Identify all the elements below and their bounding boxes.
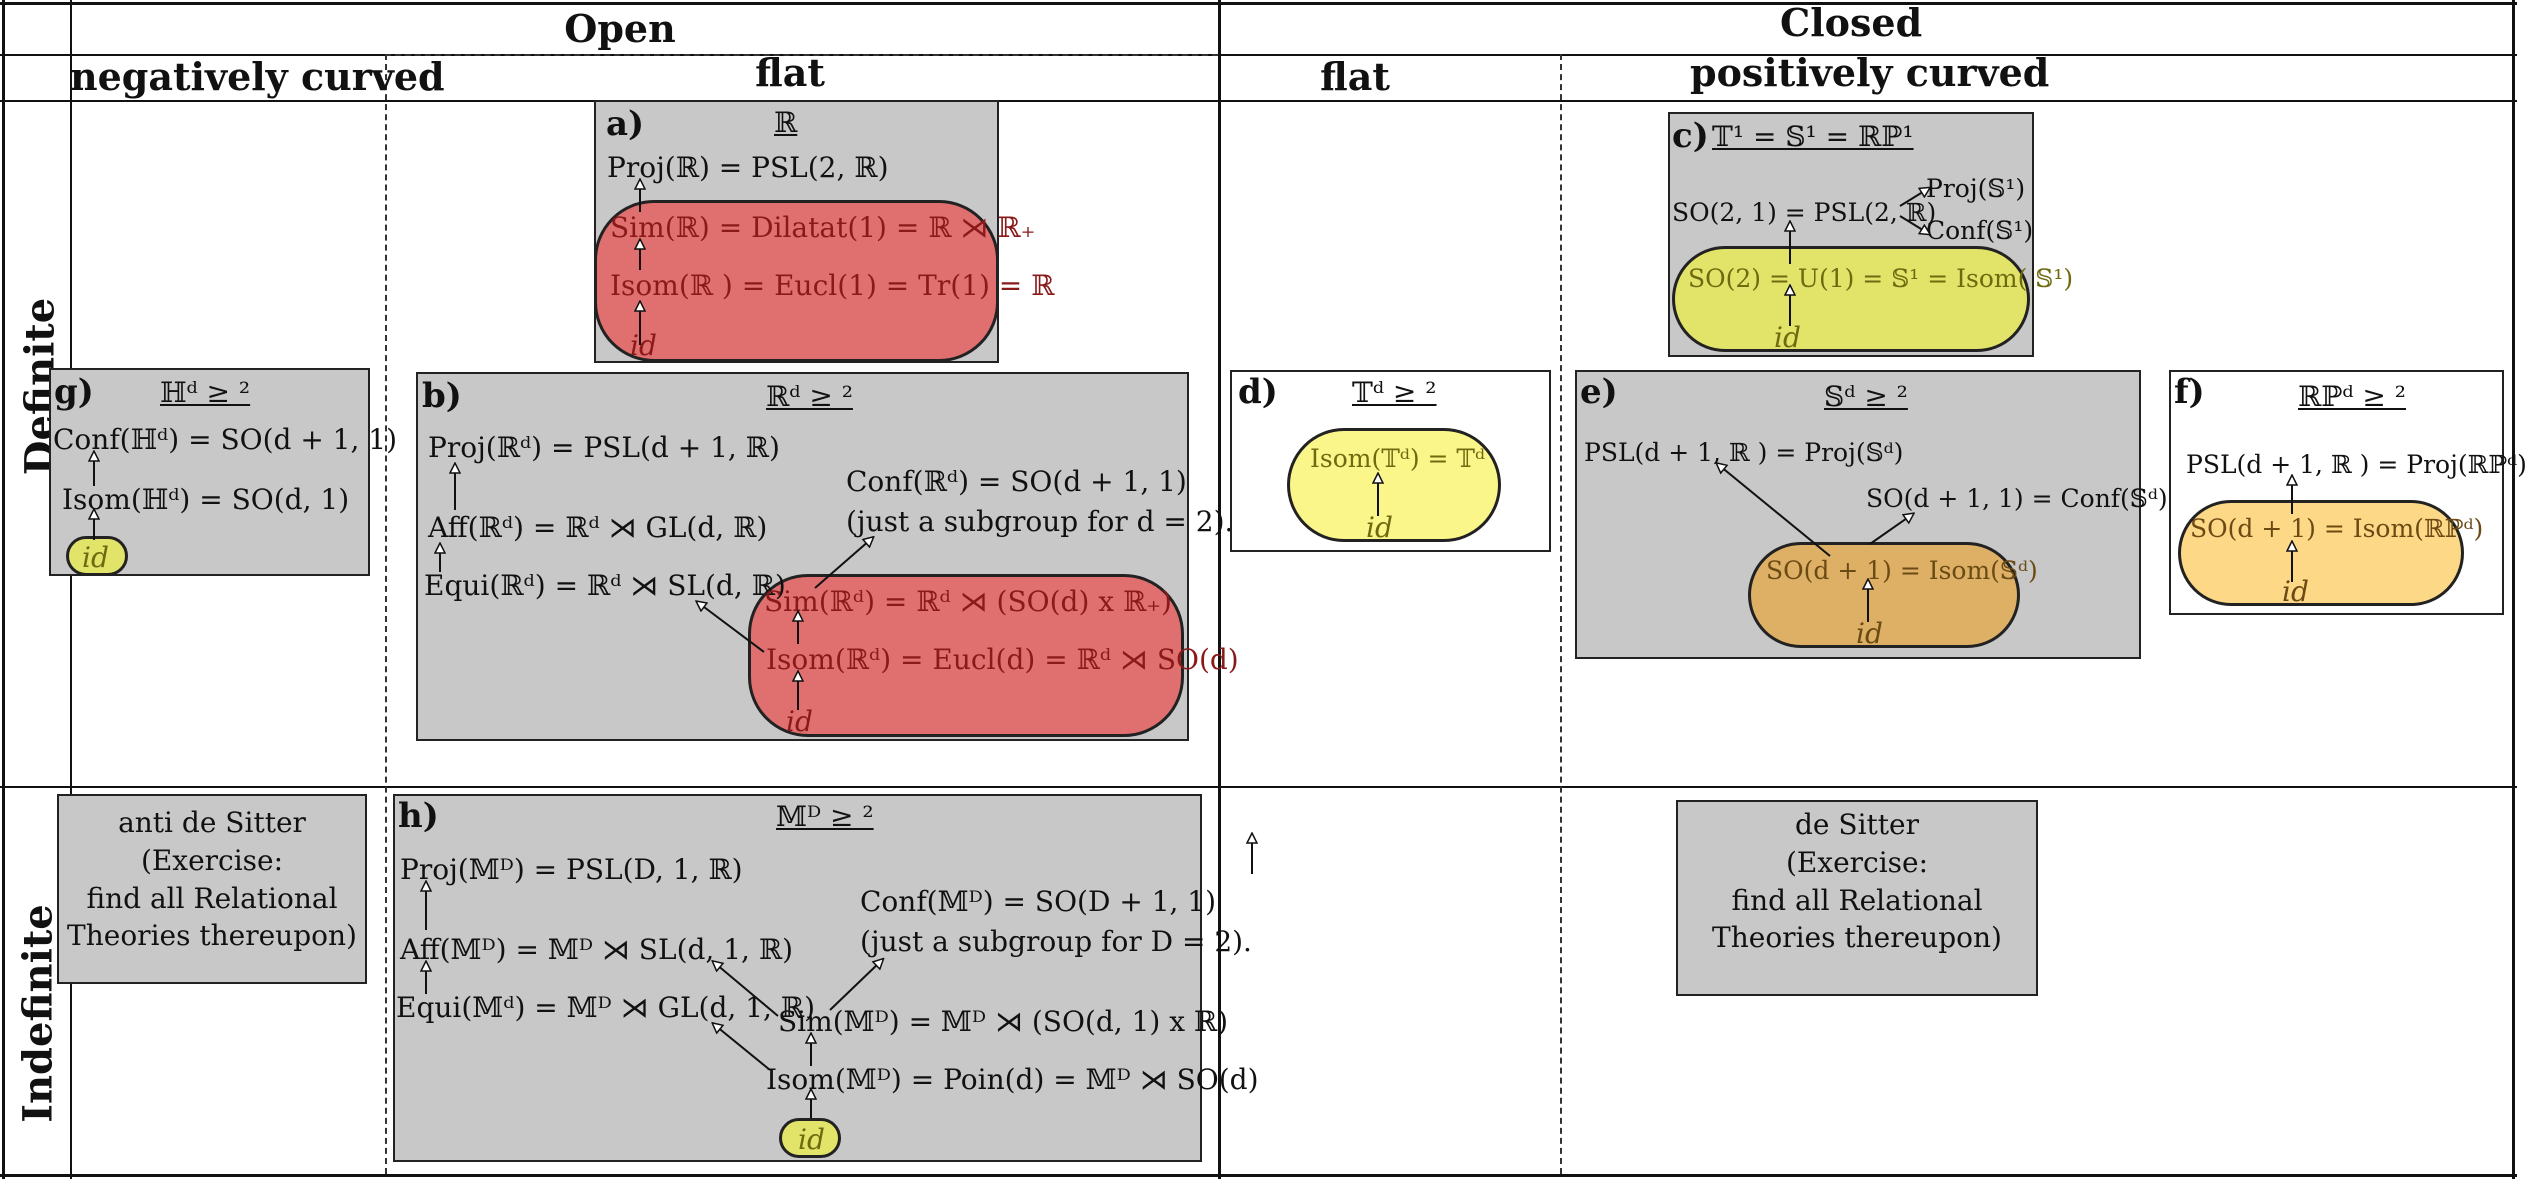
panel-c-title: 𝕋¹ = 𝕊¹ = ℝℙ¹ <box>1712 120 1914 153</box>
grid-right-border <box>2512 0 2515 1179</box>
header-open: Open <box>564 6 676 51</box>
panel-f-id: id <box>2282 575 2309 608</box>
panel-b-isom: Isom(ℝᵈ) = Eucl(d) = ℝᵈ ⋊ SO(d) <box>766 643 1239 676</box>
de-sitter-line-4: Theories thereupon) <box>1712 921 2002 955</box>
grid-header-divider <box>0 54 2517 56</box>
de-sitter-line-3: find all Relational <box>1731 883 1983 917</box>
anti-de-sitter-box <box>57 794 367 984</box>
panel-e-proj: PSL(d + 1, ℝ ) = Proj(𝕊ᵈ) <box>1584 438 1904 467</box>
panel-d-id: id <box>1366 511 1393 544</box>
panel-h-sim: Sim(𝕄ᴰ) = 𝕄ᴰ ⋊ (SO(d, 1) x ℝ) <box>778 1005 1229 1038</box>
anti-de-sitter-line-2: (Exercise: <box>140 843 284 877</box>
panel-f-title: ℝℙᵈ ≥ ² <box>2298 380 2407 413</box>
panel-h-conf-note: (just a subgroup for D = 2). <box>860 925 1252 958</box>
panel-h-isom: Isom(𝕄ᴰ) = Poin(d) = 𝕄ᴰ ⋊ SO(d) <box>766 1063 1259 1096</box>
panel-f-isom: SO(d + 1) = Isom(ℝℙᵈ) <box>2190 514 2484 543</box>
panel-c-so2: SO(2) = U(1) = 𝕊¹ = Isom( 𝕊¹) <box>1688 264 2074 293</box>
de-sitter-line-2: (Exercise: <box>1785 845 1929 879</box>
panel-a-sim: Sim(ℝ) = Dilatat(1) = ℝ ⋊ ℝ₊ <box>610 211 1036 244</box>
grid-open-dashed-top <box>385 54 1218 56</box>
de-sitter-box <box>1676 800 2038 996</box>
panel-g-pill <box>66 536 128 576</box>
panel-b-aff: Aff(ℝᵈ) = ℝᵈ ⋊ GL(d, ℝ) <box>428 511 768 544</box>
panel-e-label: e) <box>1580 372 1618 412</box>
panel-d-pill <box>1287 428 1501 542</box>
panel-g-label: g) <box>54 372 94 412</box>
panel-a-label: a) <box>606 104 645 144</box>
panel-h-id: id <box>798 1123 825 1156</box>
panel-a-id: id <box>630 329 657 362</box>
header-flat-open: flat <box>755 50 825 95</box>
panel-h <box>393 794 1202 1162</box>
grid-bottom-border <box>0 1174 2517 1177</box>
grid-open-closed-divider <box>1218 0 1221 1179</box>
header-negatively-curved: negatively curved <box>70 54 445 99</box>
grid-label-column-divider <box>70 0 72 1179</box>
panel-c-conf: Conf(𝕊¹) <box>1926 216 2034 245</box>
panel-h-label: h) <box>398 796 439 836</box>
anti-de-sitter-line-1: anti de Sitter <box>118 806 306 839</box>
panel-b-id: id <box>786 705 813 738</box>
panel-h-conf: Conf(𝕄ᴰ) = SO(D + 1, 1) <box>860 885 1217 918</box>
panel-e-conf: SO(d + 1, 1) = Conf(𝕊ᵈ) <box>1866 484 2168 513</box>
panel-d-isom: Isom(𝕋ᵈ) = 𝕋ᵈ <box>1310 444 1486 473</box>
grid-row-divider <box>0 786 2517 788</box>
panel-d-label: d) <box>1238 372 1278 412</box>
panel-a-title: ℝ <box>774 106 798 139</box>
panel-f-label: f) <box>2174 372 2205 412</box>
panel-e-pill <box>1748 542 2020 648</box>
header-positively-curved: positively curved <box>1690 50 2050 95</box>
panel-b-proj: Proj(ℝᵈ) = PSL(d + 1, ℝ) <box>428 431 780 464</box>
panel-a-proj: Proj(ℝ) = PSL(2, ℝ) <box>607 151 889 184</box>
anti-de-sitter-line-4: Theories thereupon) <box>67 919 357 953</box>
panel-h-equi: Equi(𝕄ᵈ) = 𝕄ᴰ ⋊ GL(d, 1, ℝ) <box>396 991 816 1024</box>
panel-f-proj: PSL(d + 1, ℝ ) = Proj(ℝℙᵈ) <box>2186 450 2527 479</box>
panel-h-aff: Aff(𝕄ᴰ) = 𝕄ᴰ ⋊ SL(d, 1, ℝ) <box>400 933 794 966</box>
panel-b-title: ℝᵈ ≥ ² <box>766 380 853 413</box>
panel-e-title: 𝕊ᵈ ≥ ² <box>1824 380 1908 413</box>
panel-g-isom: Isom(ℍᵈ) = SO(d, 1) <box>62 483 350 516</box>
de-sitter-note: de Sitter (Exercise: find all Relational… <box>1676 806 2038 957</box>
header-closed: Closed <box>1780 0 1923 45</box>
panel-b-conf-note: (just a subgroup for d = 2). <box>846 505 1234 538</box>
panel-b-label: b) <box>422 376 462 416</box>
grid-closed-subdivider <box>1560 54 1562 1174</box>
row-label-indefinite: Indefinite <box>14 904 62 1123</box>
anti-de-sitter-note: anti de Sitter (Exercise: find all Relat… <box>57 804 367 955</box>
grid-open-subdivider <box>385 54 387 1174</box>
panel-c-so21: SO(2, 1) = PSL(2, ℝ) <box>1672 198 1937 227</box>
panel-h-title: 𝕄ᴰ ≥ ² <box>776 800 874 833</box>
panel-g-title: ℍᵈ ≥ ² <box>160 376 251 409</box>
panel-f-pill <box>2178 500 2464 606</box>
panel-g-conf: Conf(ℍᵈ) = SO(d + 1, 1) <box>53 423 398 456</box>
panel-c-id: id <box>1774 321 1801 354</box>
panel-e-id: id <box>1856 617 1883 650</box>
grid-top-border <box>0 2 2517 5</box>
panel-a-pill <box>594 200 999 362</box>
grid-left-border <box>2 0 5 1179</box>
grid-subheader-divider <box>0 100 2517 102</box>
panel-b-pill <box>748 574 1184 737</box>
panel-c-pill <box>1672 246 2030 352</box>
panel-b-sim: Sim(ℝᵈ) = ℝᵈ ⋊ (SO(d) x ℝ₊) <box>764 585 1172 618</box>
header-flat-closed: flat <box>1320 54 1390 99</box>
panel-e-isom: SO(d + 1) = Isom(𝕊ᵈ) <box>1766 556 2038 585</box>
panel-g-id: id <box>82 541 109 574</box>
panel-h-proj: Proj(𝕄ᴰ) = PSL(D, 1, ℝ) <box>400 853 743 886</box>
panel-b-equi: Equi(ℝᵈ) = ℝᵈ ⋊ SL(d, ℝ) <box>424 569 786 602</box>
anti-de-sitter-line-3: find all Relational <box>86 881 338 915</box>
panel-c-label: c) <box>1672 116 1709 156</box>
panel-c-proj: Proj(𝕊¹) <box>1926 174 2026 203</box>
panel-a-isom: Isom(ℝ ) = Eucl(1) = Tr(1) = ℝ <box>610 269 1055 302</box>
panel-b-conf: Conf(ℝᵈ) = SO(d + 1, 1) <box>846 465 1187 498</box>
panel-h-pill <box>779 1118 841 1158</box>
de-sitter-line-1: de Sitter <box>1795 808 1919 841</box>
panel-d-title: 𝕋ᵈ ≥ ² <box>1352 376 1437 409</box>
